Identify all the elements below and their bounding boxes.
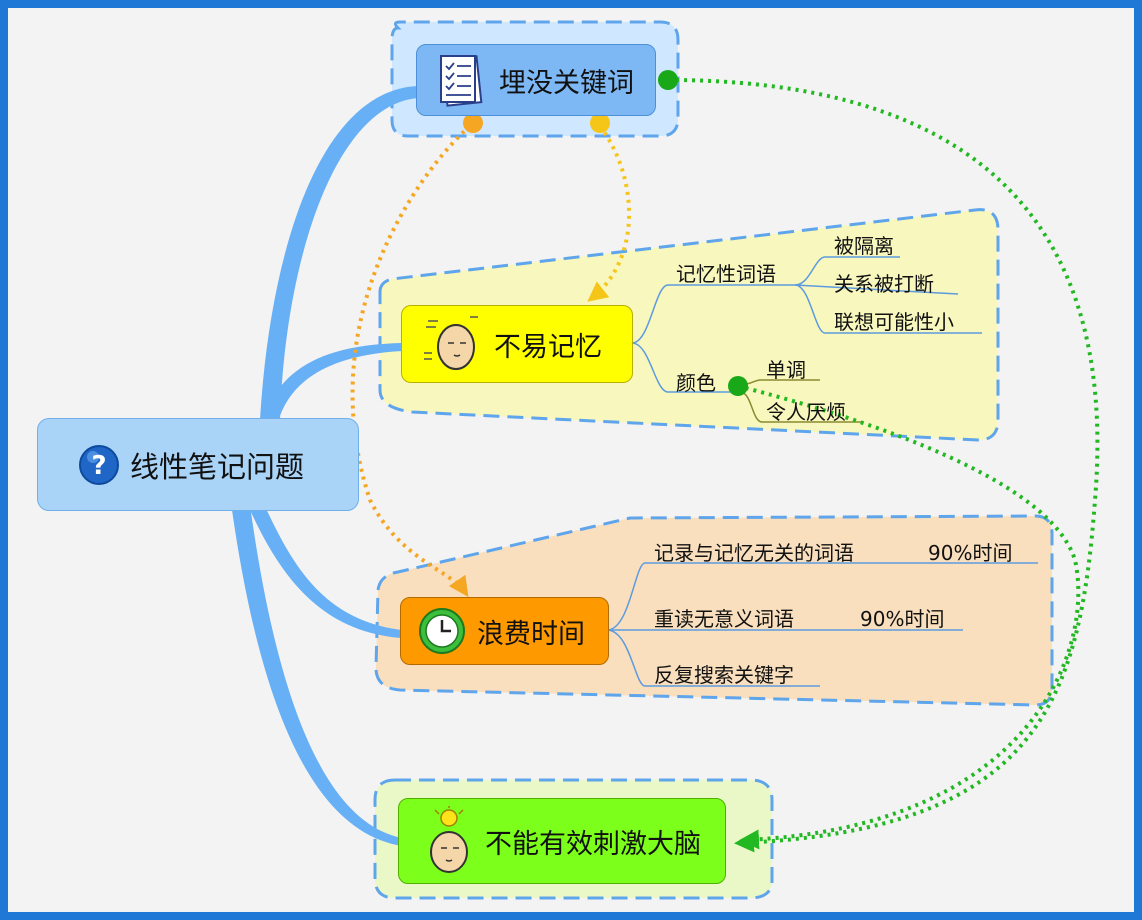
central-topic[interactable]: ? 线性笔记问题 <box>37 418 359 511</box>
anchor-dot-green-top <box>658 70 678 90</box>
main-branches <box>232 86 418 846</box>
anchor-dot-green-color <box>728 376 748 396</box>
topic-waste-time[interactable]: 浪费时间 <box>400 597 609 665</box>
subtopic-low-association[interactable]: 联想可能性小 <box>834 310 954 334</box>
subtopic-memory-words[interactable]: 记忆性词语 <box>676 262 776 286</box>
topic-brain-stimulation-label: 不能有效刺激大脑 <box>485 828 701 860</box>
topic-brain-stimulation[interactable]: 不能有效刺激大脑 <box>398 798 726 884</box>
subtopic-irrelevant-words[interactable]: 记录与记忆无关的词语 <box>654 541 854 565</box>
topic-waste-time-label: 浪费时间 <box>477 618 585 650</box>
subtopic-reread-words[interactable]: 重读无意义词语 <box>654 607 794 631</box>
subtopic-relation-broken[interactable]: 关系被打断 <box>834 272 934 296</box>
clock-icon <box>417 606 467 656</box>
subtopic-boring[interactable]: 令人厌烦 <box>766 400 846 424</box>
anchor-dot-yellow <box>590 113 610 133</box>
subtopic-monotonous[interactable]: 单调 <box>766 358 806 382</box>
note-time-percent-1: 90%时间 <box>928 541 1013 565</box>
relationship-arrow-green-color <box>737 384 1081 850</box>
relationship-arrow-green-top <box>667 78 1100 853</box>
note-time-percent-2: 90%时间 <box>860 607 945 631</box>
subtopic-color[interactable]: 颜色 <box>676 371 716 395</box>
thinking-head-icon <box>420 313 482 375</box>
lightbulb-head-icon <box>421 806 477 876</box>
checklist-icon <box>437 52 487 108</box>
subtopic-search-keywords[interactable]: 反复搜索关键字 <box>654 663 794 687</box>
subtopic-isolated[interactable]: 被隔离 <box>834 234 894 258</box>
central-topic-label: 线性笔记问题 <box>130 449 305 484</box>
topic-hard-to-remember-label: 不易记忆 <box>494 331 602 363</box>
svg-text:?: ? <box>91 451 106 481</box>
sub-branches <box>606 256 1038 687</box>
relationship-arrow-yellow <box>587 124 632 302</box>
anchor-dot-orange <box>463 113 483 133</box>
topic-hard-to-remember[interactable]: 不易记忆 <box>401 305 633 383</box>
topic-burying-keywords[interactable]: 埋没关键词 <box>416 44 656 116</box>
question-icon: ? <box>78 444 120 486</box>
topic-burying-keywords-label: 埋没关键词 <box>499 67 634 99</box>
